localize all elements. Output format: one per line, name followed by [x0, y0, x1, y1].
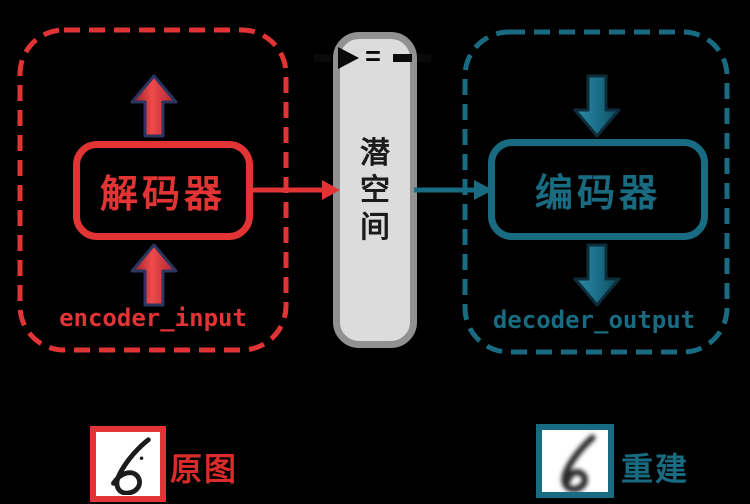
- equals-sign: =: [365, 41, 381, 71]
- digit-six-drawing: [111, 437, 151, 495]
- right-module-box: 编码器: [488, 139, 708, 240]
- left-module-box: 解码器: [73, 141, 253, 240]
- output-bottom-down-arrow-icon: [573, 243, 621, 307]
- reconstruction-label: 重建: [621, 451, 690, 487]
- decoder-output-caption: decoder_output: [492, 306, 696, 334]
- digit-six-blurred-drawing: [561, 434, 596, 492]
- reconstructed-digit-image: [536, 424, 614, 498]
- input-top-up-arrow-icon: [130, 74, 178, 138]
- teal-flow-arrow-icon: [414, 180, 493, 200]
- latent-space-label: 潜空间: [360, 136, 390, 244]
- input-bottom-up-arrow-icon: [130, 243, 178, 307]
- left-module-label: 解码器: [99, 174, 226, 216]
- latent-space-box: 潜空间: [333, 32, 417, 348]
- right-module-label: 编码器: [534, 173, 661, 215]
- equals-dashed-arrow-icon: [314, 47, 431, 69]
- output-top-down-arrow-icon: [573, 74, 621, 138]
- original-digit-image: [90, 426, 166, 502]
- original-image-label: 原图: [170, 451, 239, 487]
- red-flow-arrow-icon: [252, 180, 340, 200]
- encoder-input-caption: encoder_input: [59, 304, 247, 332]
